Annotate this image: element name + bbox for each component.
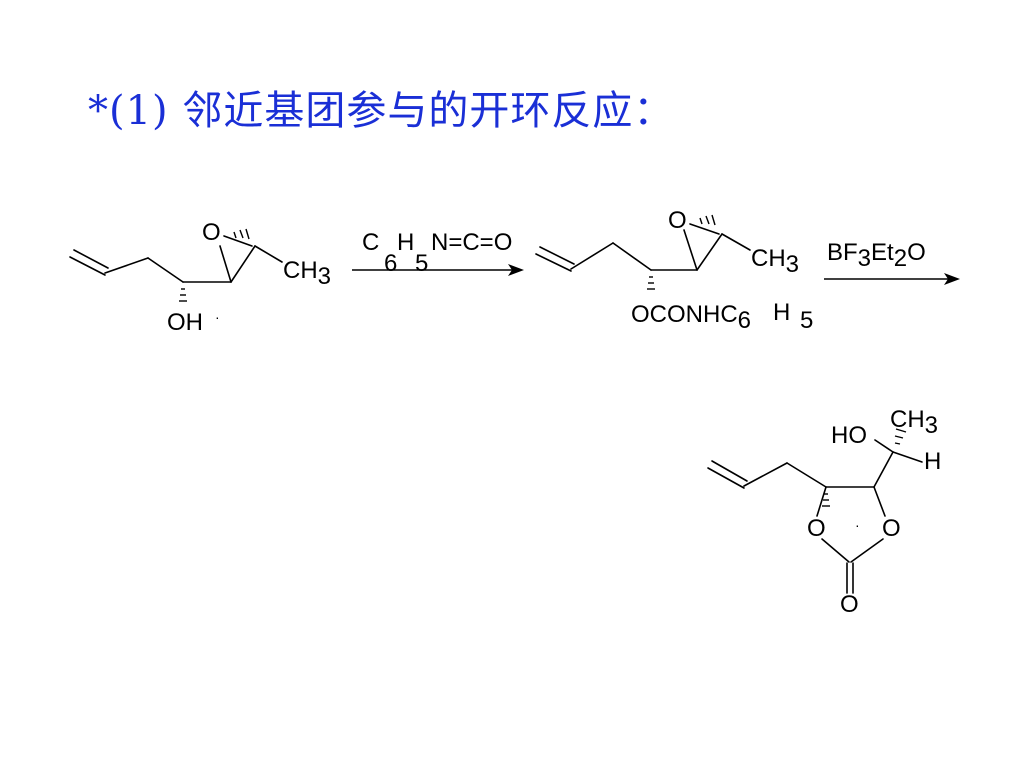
product-vinyl-bond-b (711, 460, 748, 482)
product-hash-bond-c4 (822, 493, 830, 507)
intermediate-epoxide-oxygen: O (668, 207, 687, 234)
intermediate-epoxide-co-bond-a (683, 229, 698, 271)
product-ring-bond-c4-o (816, 486, 827, 517)
intermediate-methyl-bond (721, 233, 751, 251)
svg-text:C: C (362, 229, 379, 256)
reactant-chain-bond-1 (104, 257, 149, 274)
intermediate-structure: O CH3 OCONHC6 H 5 (535, 207, 813, 334)
intermediate-methyl-label: CH3 (751, 245, 799, 278)
reactant-vinyl-bond-b (73, 249, 109, 269)
reactant-epoxide-oxygen: O (202, 219, 221, 246)
product-ring-bond-c5-o (873, 486, 886, 517)
product-chain-bond-2 (786, 462, 827, 488)
reaction-arrow-2 (824, 273, 960, 285)
reactant-dot: · (215, 309, 220, 325)
slide-title: *(1) 邻近基团参与的开环反应： (88, 88, 675, 134)
svg-text:5: 5 (415, 250, 428, 277)
product-hydrogen-label: H (924, 448, 941, 475)
intermediate-carbamate-sub5: 5 (800, 307, 813, 334)
reactant-methyl-bond (254, 245, 283, 263)
reactant-methyl-label: CH3 (283, 257, 331, 290)
reactant-structure: O CH3 OH · (69, 219, 331, 336)
product-ring-oxygen-left: O (807, 515, 826, 542)
svg-text:N=C=O: N=C=O (431, 229, 512, 256)
reactant-epoxide-co-bond-a (219, 245, 232, 283)
intermediate-epoxide-cc-bond (696, 233, 723, 271)
product-ring-bond-o-c2-left (821, 538, 850, 563)
product-ring-oxygen-right: O (882, 515, 901, 542)
reactant-epoxide-co-bond-b (223, 235, 253, 247)
product-methyl-label: CH3 (890, 406, 938, 439)
reactant-hydroxyl-label: OH (167, 309, 203, 336)
reactant-epoxide-cc-bond (230, 245, 256, 283)
product-sidechain-bond (873, 451, 894, 488)
reactant-chain-bond-2 (147, 257, 184, 283)
intermediate-vinyl-bond-b (539, 246, 575, 265)
svg-text:H: H (397, 229, 414, 256)
intermediate-hash-bond-carbamate (647, 276, 655, 290)
reagent-2-label: BF3Et2O (827, 239, 926, 272)
product-hydroxyl-label: HO (831, 422, 867, 449)
svg-text:6: 6 (384, 250, 397, 277)
product-h-bond (892, 451, 923, 463)
product-ho-bond (874, 439, 894, 453)
reagent-1-label: C H 6 5 N=C=O (362, 229, 512, 277)
product-vinyl-bond-a (707, 467, 745, 489)
product-structure: HO CH3 H O O O · (707, 406, 941, 618)
reactant-hash-bond-oh (179, 288, 187, 302)
reaction-arrow-1 (352, 264, 524, 276)
reactant-vinyl-bond-a (69, 256, 106, 276)
intermediate-hash-bond-epoxide (699, 214, 716, 226)
intermediate-chain-bond-2 (612, 242, 652, 271)
product-hash-bond-methyl (894, 428, 907, 445)
intermediate-carbamate-h: H (773, 299, 790, 326)
reactant-hash-bond-epoxide (233, 228, 250, 240)
intermediate-chain-bond-1 (570, 242, 614, 270)
intermediate-vinyl-bond-a (535, 253, 572, 272)
product-carbonyl-oxygen: O (840, 591, 859, 618)
intermediate-carbamate-label: OCONHC6 (631, 301, 751, 334)
product-dot: · (855, 517, 860, 533)
intermediate-epoxide-co-bond-b (689, 223, 720, 235)
product-ring-bond-o-c2-right (850, 538, 884, 563)
product-chain-bond-1 (743, 462, 788, 487)
